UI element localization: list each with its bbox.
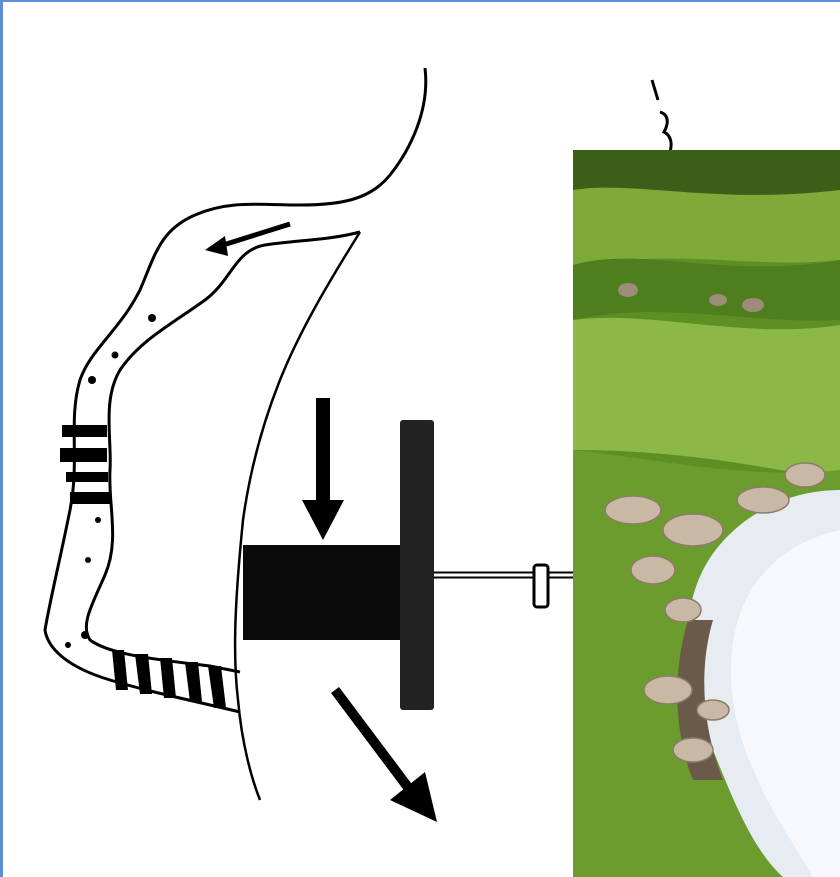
stream-photo bbox=[573, 150, 840, 877]
sampler-handle bbox=[434, 565, 580, 607]
suction-arrow-icon bbox=[302, 398, 344, 540]
bank-outline-right bbox=[235, 232, 360, 800]
sampler-flange bbox=[400, 420, 434, 710]
stray-mark bbox=[652, 80, 671, 152]
sampler-box bbox=[243, 545, 408, 640]
